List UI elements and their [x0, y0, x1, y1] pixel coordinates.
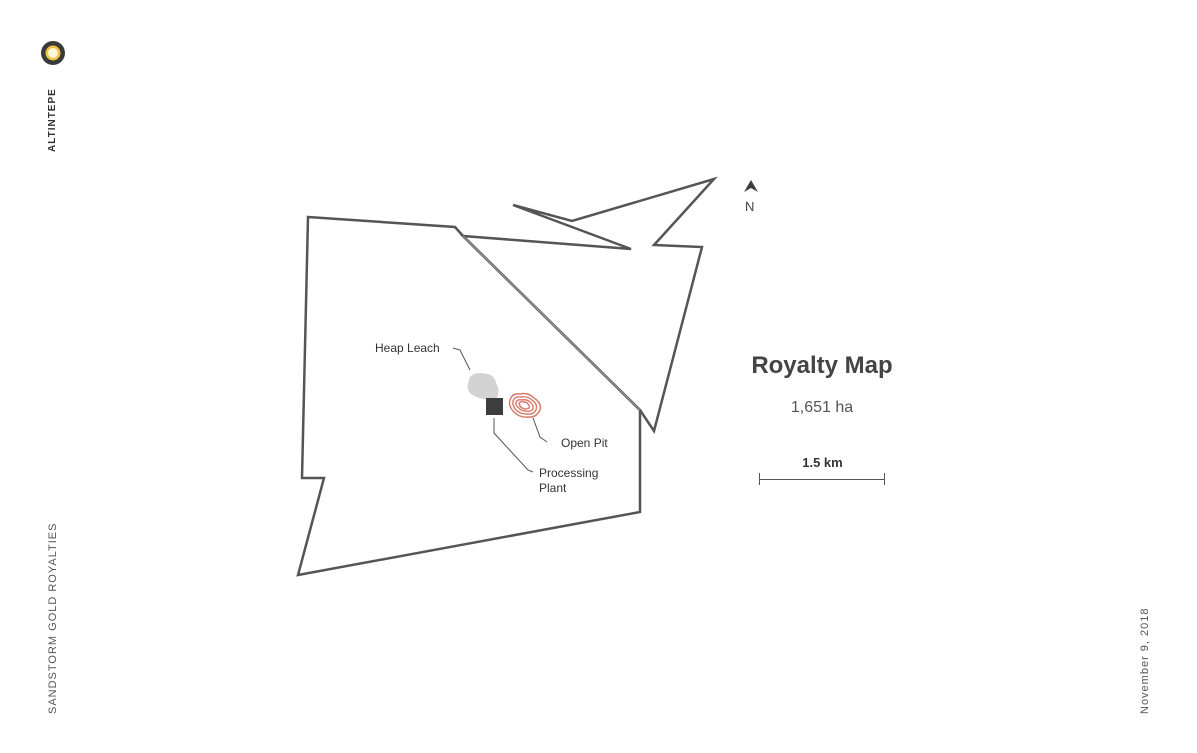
north-label: N [745, 199, 754, 214]
processing-plant-leader [493, 418, 534, 473]
north-arrow-icon [744, 180, 758, 192]
scale-bar-left-tick [759, 473, 760, 485]
heap-leach-label: Heap Leach [375, 341, 440, 355]
map-title: Royalty Map [751, 352, 893, 379]
open-pit-label: Open Pit [561, 436, 608, 450]
scale-label: 1.5 km [802, 455, 843, 470]
heap-leach-leader [452, 347, 471, 371]
open-pit-leader [532, 417, 548, 443]
claim-boundary-extension [459, 176, 718, 435]
heap-leach-area [467, 373, 499, 400]
processing-plant-marker [486, 398, 503, 415]
scale-bar-right-tick [884, 473, 885, 485]
sandstorm-logo-icon [41, 41, 65, 65]
map-area: 1,651 ha [790, 399, 854, 416]
processing-plant-label-line2: Plant [539, 481, 567, 495]
royalty-division-line [462, 235, 641, 411]
processing-plant-label-line1: Processing [539, 466, 598, 480]
claim-boundary-main [296, 215, 642, 577]
scale-bar [760, 479, 885, 480]
open-pit-contours [508, 392, 542, 418]
